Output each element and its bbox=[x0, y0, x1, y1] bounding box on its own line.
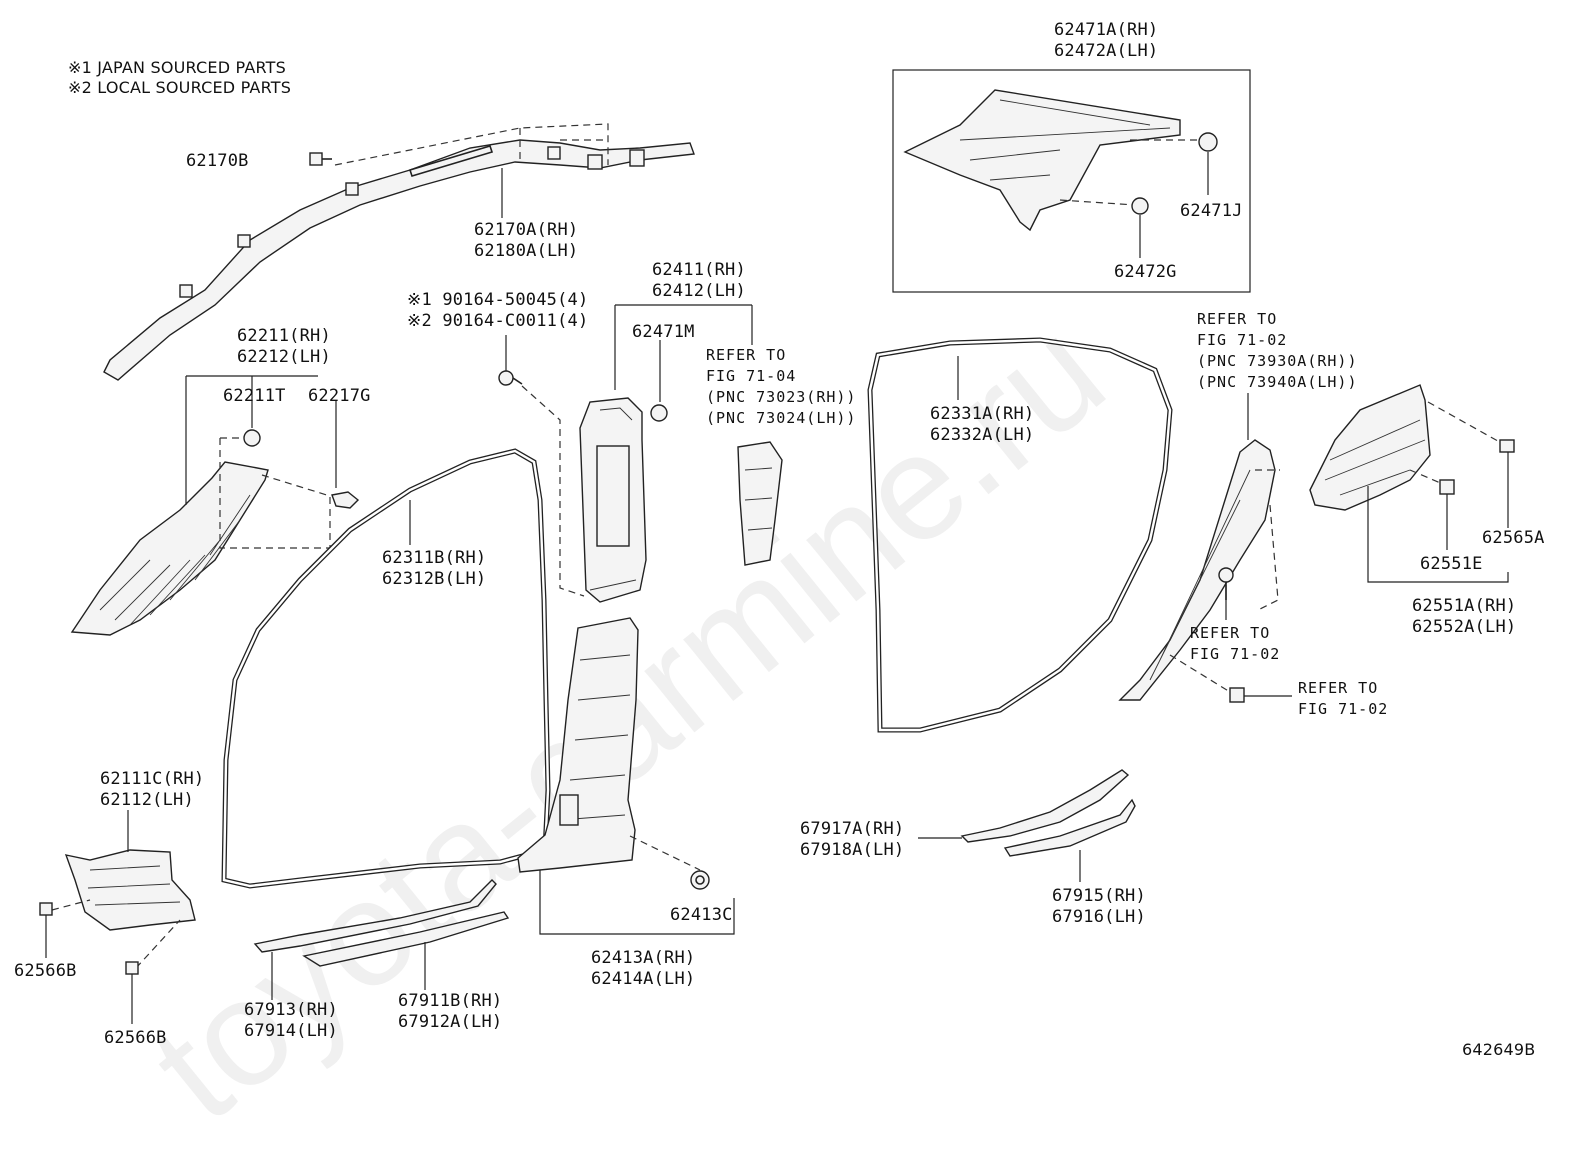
label-62331a[interactable]: 62331A(RH) 62332A(LH) bbox=[930, 404, 1035, 445]
label-refer-fig-71-02-lower[interactable]: REFER TO FIG 71-02 bbox=[1298, 679, 1389, 718]
label-refer-fig-71-02-upper[interactable]: REFER TO FIG 71-02 (PNC 73930A(RH)) (PNC… bbox=[1197, 310, 1358, 391]
label-62566b-left[interactable]: 62566B bbox=[14, 961, 77, 981]
label-62217g[interactable]: 62217G bbox=[308, 386, 371, 406]
label-90164[interactable]: ※1 90164-50045(4) ※2 90164-C0011(4) bbox=[407, 290, 589, 331]
label-refer-fig-71-02-middle[interactable]: REFER TO FIG 71-02 bbox=[1190, 624, 1281, 663]
clip-62551e bbox=[1439, 479, 1455, 495]
clip-62566b-lower bbox=[125, 961, 139, 975]
label-62170a[interactable]: 62170A(RH) 62180A(LH) bbox=[474, 220, 579, 261]
figure-id: 642649B bbox=[1462, 1040, 1536, 1059]
label-67911b[interactable]: 67911B(RH) 67912A(LH) bbox=[398, 991, 503, 1032]
label-62471a[interactable]: 62471A(RH) 62472A(LH) bbox=[1054, 20, 1159, 61]
label-refer-fig-71-04[interactable]: REFER TO FIG 71-04 (PNC 73023(RH)) (PNC … bbox=[706, 346, 857, 427]
seat-belt-cover bbox=[737, 441, 783, 566]
rear-scuff-plate-outer bbox=[1003, 798, 1136, 857]
label-62565a[interactable]: 62565A bbox=[1482, 528, 1545, 548]
center-pillar-upper-garnish bbox=[579, 397, 647, 603]
note-local-sourced: ※2 LOCAL SOURCED PARTS bbox=[68, 78, 292, 97]
front-scuff-plate-outer bbox=[302, 911, 510, 967]
label-62471m[interactable]: 62471M bbox=[632, 322, 695, 342]
front-door-weatherstrip bbox=[221, 448, 551, 889]
roof-airbag-part bbox=[103, 139, 695, 381]
label-62551a[interactable]: 62551A(RH) 62552A(LH) bbox=[1412, 596, 1517, 637]
clip-62565a bbox=[1499, 439, 1515, 453]
clip-62471j bbox=[1198, 132, 1218, 152]
center-pillar-lower-garnish bbox=[517, 617, 639, 873]
label-67913[interactable]: 67913(RH) 67914(LH) bbox=[244, 1000, 338, 1041]
label-62411[interactable]: 62411(RH) 62412(LH) bbox=[652, 260, 746, 301]
label-62413c[interactable]: 62413C bbox=[670, 905, 733, 925]
rear-scuff-plate-inner bbox=[960, 769, 1130, 843]
label-62471j[interactable]: 62471J bbox=[1180, 201, 1243, 221]
label-67917a[interactable]: 67917A(RH) 67918A(LH) bbox=[800, 819, 905, 860]
label-62311b[interactable]: 62311B(RH) 62312B(LH) bbox=[382, 548, 487, 589]
parts-diagram bbox=[39, 69, 1515, 1024]
label-62111c[interactable]: 62111C(RH) 62112(LH) bbox=[100, 769, 205, 810]
front-scuff-plate-inner bbox=[253, 879, 497, 953]
clip-62566b-upper bbox=[39, 902, 53, 916]
front-pillar-garnish bbox=[70, 461, 269, 636]
screw-90164 bbox=[498, 370, 523, 386]
cowl-side-trim bbox=[64, 849, 196, 931]
quarter-trim-detail-box bbox=[892, 69, 1251, 293]
label-62551e[interactable]: 62551E bbox=[1420, 554, 1483, 574]
label-62211t[interactable]: 62211T bbox=[223, 386, 286, 406]
bolt-62170b bbox=[309, 152, 332, 166]
clip-rear-lower bbox=[1229, 687, 1245, 703]
clip-62211t bbox=[243, 429, 261, 447]
clip-62217g bbox=[331, 491, 360, 509]
label-62472g[interactable]: 62472G bbox=[1114, 262, 1177, 282]
label-62211[interactable]: 62211(RH) 62212(LH) bbox=[237, 326, 331, 367]
package-tray-side-trim bbox=[1309, 384, 1431, 511]
clip-62471m bbox=[650, 404, 668, 422]
rear-pillar-garnish bbox=[1118, 439, 1276, 701]
clip-62472g bbox=[1131, 197, 1149, 215]
rear-door-weatherstrip bbox=[867, 337, 1173, 733]
clip-62413c bbox=[690, 870, 710, 890]
quarter-window-trim bbox=[903, 89, 1181, 232]
note-japan-sourced: ※1 JAPAN SOURCED PARTS bbox=[68, 58, 287, 77]
label-62413a[interactable]: 62413A(RH) 62414A(LH) bbox=[591, 948, 696, 989]
label-62170b[interactable]: 62170B bbox=[186, 151, 249, 171]
label-67915[interactable]: 67915(RH) 67916(LH) bbox=[1052, 886, 1146, 927]
label-62566b-bottom[interactable]: 62566B bbox=[104, 1028, 167, 1048]
